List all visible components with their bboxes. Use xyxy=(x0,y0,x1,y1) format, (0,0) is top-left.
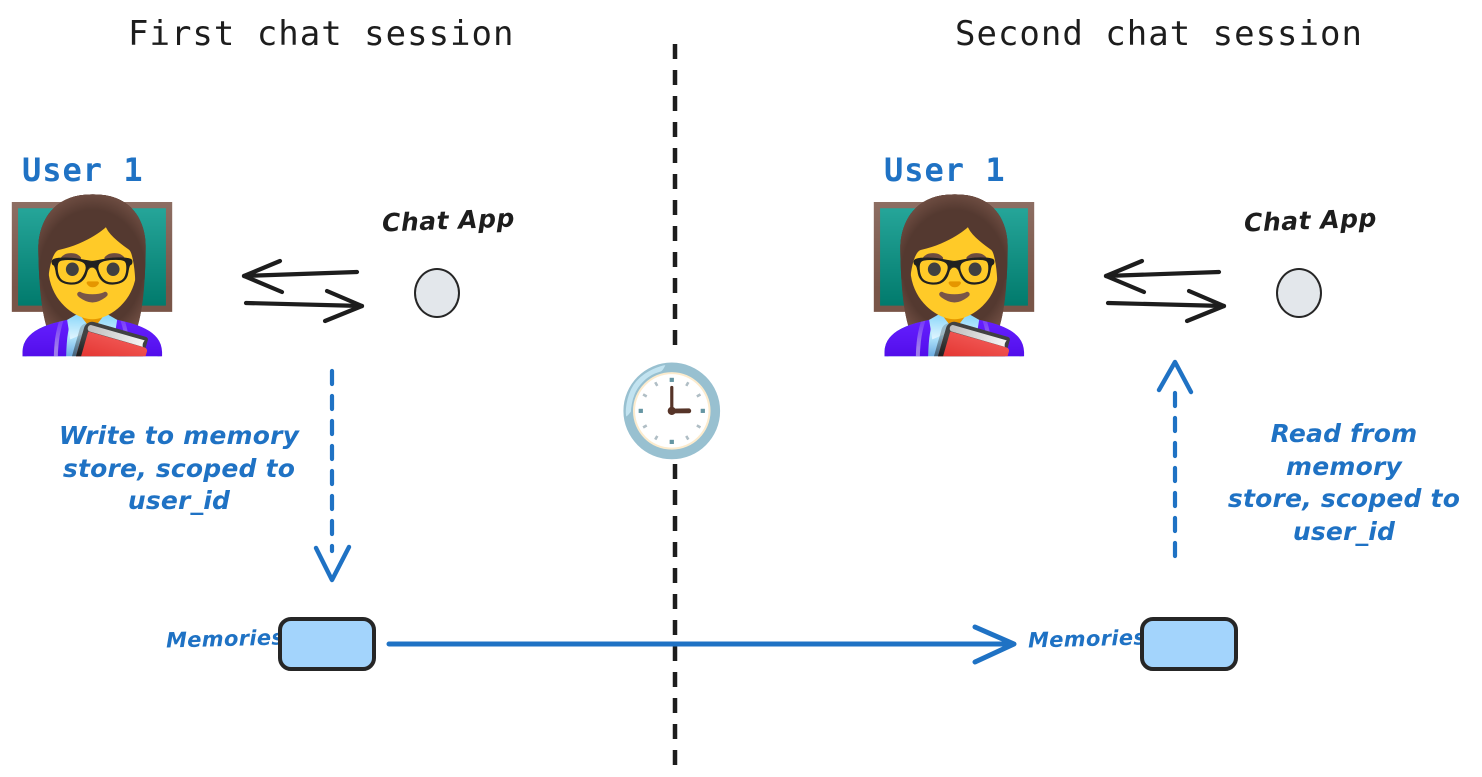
chat-app-circle-node-first[interactable] xyxy=(414,268,460,318)
chat-app-label-second: Chat App xyxy=(1243,203,1378,238)
woman-teacher-emoji: 👩‍🏫 xyxy=(863,191,1045,361)
dashed-arrow-down-icon xyxy=(313,368,352,583)
read-memory-note-line-3: user_id xyxy=(1292,516,1396,546)
chat-app-circle-node-second[interactable] xyxy=(1276,268,1322,318)
memories-store-box-second[interactable] xyxy=(1140,617,1238,671)
chat-app-label-first: Chat App xyxy=(381,203,516,238)
read-memory-note: Read from memory store, scoped to user_i… xyxy=(1210,418,1478,548)
exchange-arrows-right xyxy=(1103,258,1227,324)
exchange-arrows-left xyxy=(241,258,365,324)
write-memory-note: Write to memory store, scoped to user_id xyxy=(44,420,314,518)
read-memory-note-line-1: Read from memory xyxy=(1270,419,1418,481)
read-memory-note-line-2: store, scoped to xyxy=(1227,484,1461,513)
woman-teacher-emoji: 👩‍🏫 xyxy=(1,191,183,361)
session-title-second: Second chat session xyxy=(955,14,1363,54)
memories-label-first: Memories xyxy=(165,625,285,653)
dashed-arrow-up-icon xyxy=(1156,359,1194,559)
memories-label-second: Memories xyxy=(1027,625,1147,653)
write-memory-note-line-2: store, scoped to xyxy=(62,453,296,483)
user-label-second: User 1 xyxy=(884,151,1006,189)
session-title-first: First chat session xyxy=(128,14,515,54)
memory-transfer-arrow-icon xyxy=(386,624,1017,665)
user-label-first: User 1 xyxy=(22,151,144,189)
memories-store-box-first[interactable] xyxy=(278,617,376,671)
clock-emoji: 🕒 xyxy=(617,359,727,462)
write-memory-note-line-3: user_id xyxy=(127,486,231,515)
write-memory-note-line-1: Write to memory xyxy=(58,421,300,450)
